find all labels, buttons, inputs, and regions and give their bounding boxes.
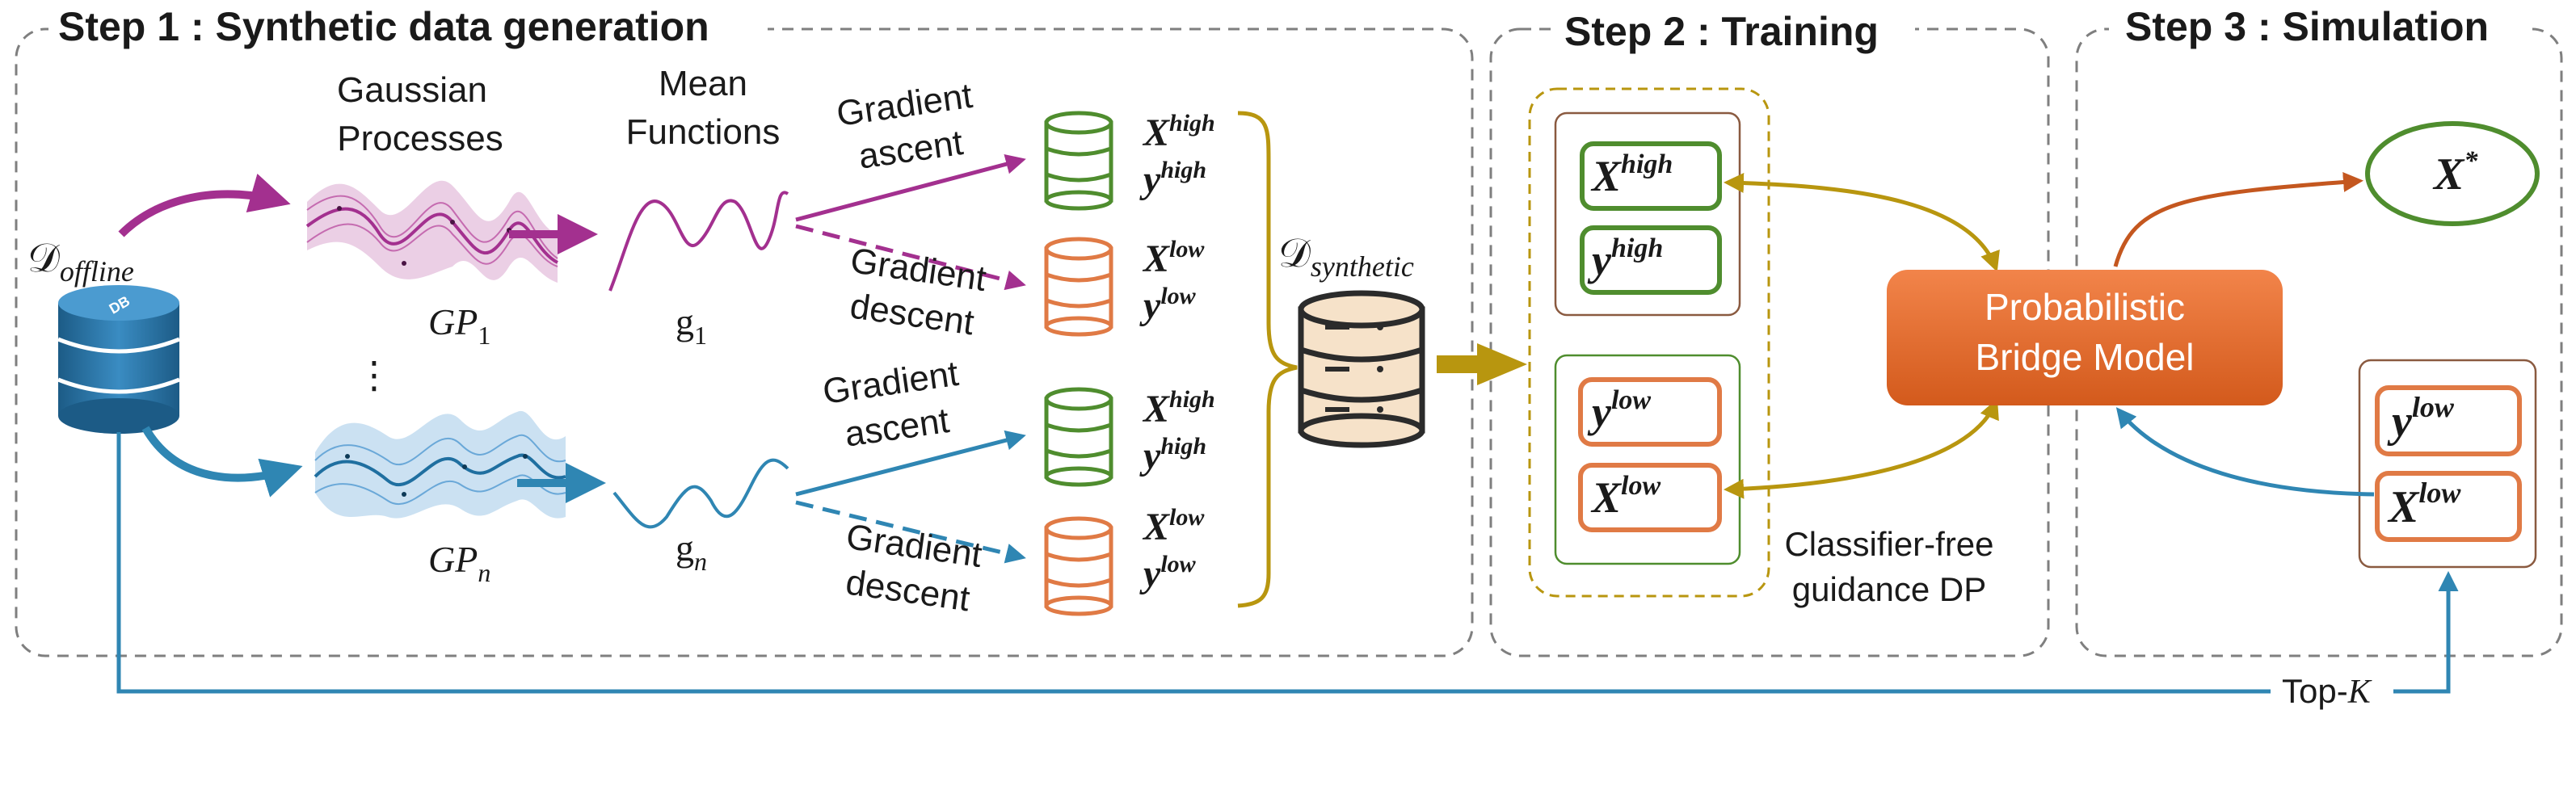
db-high-2-icon <box>1044 387 1113 487</box>
topk-connector-line-end <box>2393 571 2459 694</box>
arrow-grad-ascent-2 <box>795 430 1026 497</box>
label-x-high-2: Xhigh <box>1142 386 1215 430</box>
grad-ascent-1-label: Gradientascent <box>834 76 981 178</box>
bridge-model-box <box>1887 270 2283 405</box>
arrow-grad-descent-2 <box>795 500 1026 564</box>
label-x-low-1: Xlow <box>1142 236 1205 280</box>
train-y-low-box <box>1578 377 1722 447</box>
vdots: ⋮ <box>356 354 393 396</box>
arrow-high-to-model <box>1724 172 2000 272</box>
label-y-high-2: yhigh <box>1139 433 1206 477</box>
grad-descent-2-label: Gradientdescent <box>837 517 984 620</box>
d-synthetic-label: 𝒟synthetic <box>1278 230 1414 283</box>
arrow-low-to-model <box>1724 398 1999 499</box>
train-x-high-box <box>1580 141 1722 211</box>
arrow-db-to-gp1 <box>118 173 291 237</box>
gn-curve <box>612 458 789 529</box>
arrow-sim-to-model <box>2115 407 2375 497</box>
step3-title: Step 3 : Simulation <box>2125 4 2489 49</box>
train-x-low-label: Xlow <box>1590 471 1661 522</box>
training-group-frame <box>1528 87 1770 598</box>
train-y-low-label: ylow <box>1587 385 1651 436</box>
train-x-low-box <box>1578 463 1722 532</box>
gn-label: gn <box>676 527 707 576</box>
topk-connector-line <box>116 432 2271 694</box>
step2-title: Step 2 : Training <box>1564 9 1879 54</box>
d-offline-label: 𝒟offline <box>27 235 134 288</box>
gp1-label: GP1 <box>428 301 490 350</box>
label-y-low-1: ylow <box>1139 283 1197 327</box>
sim-input-frame <box>2358 359 2537 569</box>
topk-label: Top-K <box>2282 672 2372 711</box>
label-x-low-2: Xlow <box>1142 504 1205 548</box>
step2-frame <box>1489 27 2050 657</box>
label-x-high-1: Xhigh <box>1142 110 1215 154</box>
gp1-plot <box>305 180 558 283</box>
offline-database-icon: DB <box>57 285 180 434</box>
synthetic-database-icon <box>1298 290 1425 448</box>
gpn-plot <box>314 410 566 519</box>
arrow-db-to-gpn <box>141 426 303 498</box>
x-star-node <box>2365 121 2540 226</box>
sim-y-low-label: ylow <box>2387 391 2455 447</box>
arrow-grad-ascent-1 <box>795 154 1026 222</box>
train-x-high-label: Xhigh <box>1590 149 1673 200</box>
db-low-1-icon <box>1044 237 1113 337</box>
g1-label: g1 <box>676 301 707 350</box>
sim-x-low-box <box>2375 471 2522 542</box>
grad-descent-1-label: Gradientdescent <box>842 241 989 343</box>
label-y-high-1: yhigh <box>1139 157 1206 201</box>
arrow-model-to-xstar <box>2113 171 2363 267</box>
x-star-label: X* <box>2432 146 2478 200</box>
arrow-step1-to-step2 <box>1437 343 1527 385</box>
sim-x-low-label: Xlow <box>2387 477 2461 532</box>
db-low-2-icon <box>1044 516 1113 616</box>
step1-title: Step 1 : Synthetic data generation <box>58 4 709 49</box>
train-y-high-box <box>1580 225 1722 295</box>
grad-ascent-2-label: Gradientascent <box>820 354 967 456</box>
arrow-grad-descent-1 <box>795 224 1026 291</box>
gold-brace <box>1237 111 1298 608</box>
train-y-high-label: yhigh <box>1587 233 1663 284</box>
label-y-low-2: ylow <box>1139 551 1197 595</box>
db-high-1-icon <box>1044 111 1113 211</box>
sim-y-low-box <box>2375 385 2522 456</box>
g1-curve <box>608 191 789 292</box>
gpn-label: GPn <box>428 539 490 587</box>
